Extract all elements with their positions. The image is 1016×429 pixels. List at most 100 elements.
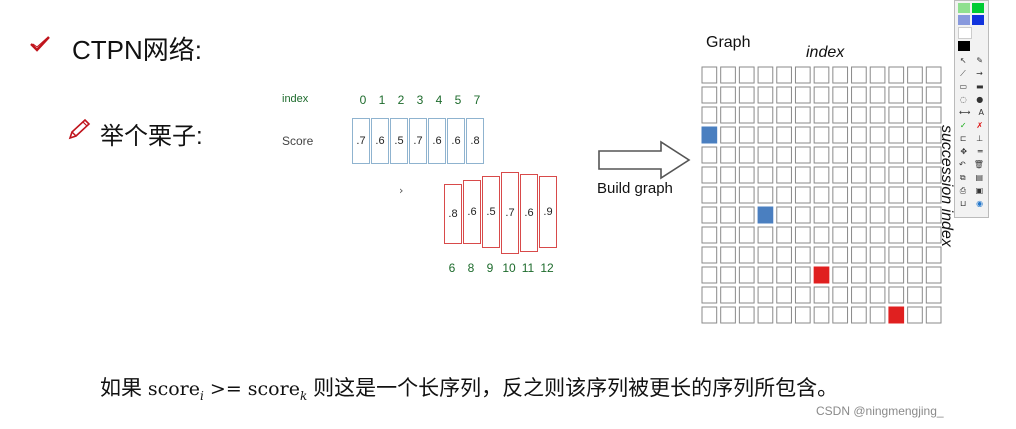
- grid-cell: [757, 306, 774, 324]
- grid-cell: [794, 266, 811, 284]
- tool-row-5[interactable]: ⟷A: [955, 108, 988, 118]
- grid-cell: [907, 266, 923, 284]
- print-icon[interactable]: ⎙: [959, 186, 967, 195]
- grid-cell: [757, 266, 774, 284]
- grid-cell: [720, 186, 736, 204]
- grid-cell: [701, 286, 718, 304]
- operator: >=: [203, 378, 248, 400]
- grid-cell: [832, 306, 849, 324]
- top-score-box: .5: [390, 118, 408, 164]
- grid-cell: [813, 126, 830, 144]
- grid-cell: [869, 126, 886, 144]
- line-tool-icon[interactable]: ⟋: [960, 69, 966, 78]
- grid-cell: [701, 86, 718, 104]
- text-tool-icon[interactable]: A: [978, 108, 984, 117]
- grid-cell: [925, 306, 942, 324]
- grid-cell: [888, 106, 905, 124]
- grid-cell: [738, 86, 755, 104]
- move-tool-icon[interactable]: ✥: [960, 147, 968, 156]
- grid-cell: [851, 166, 867, 184]
- paste-icon[interactable]: ▤: [975, 173, 984, 182]
- undo-icon[interactable]: ↶: [959, 160, 966, 169]
- lock-icon[interactable]: ⊔: [959, 199, 967, 208]
- arrow-tool-icon[interactable]: →: [976, 69, 983, 78]
- graph-title: Graph: [706, 34, 751, 51]
- bracket-tool-icon[interactable]: ⊏: [959, 134, 967, 143]
- tool-row-11[interactable]: ⎙▣: [955, 186, 988, 196]
- grid-cell-highlighted: [701, 126, 718, 144]
- grid-cell: [907, 286, 923, 304]
- section-heading: CTPN网络:: [72, 35, 203, 65]
- bottom-bracket-tool-icon[interactable]: ⊥: [976, 134, 984, 143]
- bottom-score-box: .6: [520, 174, 538, 252]
- top-score-box: .6: [447, 118, 465, 164]
- grid-cell: [757, 246, 774, 264]
- fill-ellipse-tool-icon[interactable]: ●: [976, 95, 984, 104]
- grid-cell: [925, 146, 942, 164]
- measure-tool-icon[interactable]: ⟷: [959, 108, 971, 117]
- color-swatch-gradient[interactable]: [958, 15, 970, 25]
- fill-rect-tool-icon[interactable]: ▬: [975, 82, 984, 91]
- top-index-number: 5: [454, 93, 462, 107]
- grid-cell: [794, 106, 811, 124]
- grid-cell: [907, 186, 923, 204]
- tool-row-8[interactable]: ✥═: [955, 147, 988, 157]
- pen-tool-icon[interactable]: ✎: [976, 56, 984, 65]
- grid-cell-highlighted: [757, 206, 774, 224]
- tool-row-3[interactable]: ▭▬: [955, 82, 988, 92]
- color-swatch-green[interactable]: [972, 3, 984, 13]
- grid-cell: [720, 246, 736, 264]
- rect-tool-icon[interactable]: ▭: [959, 82, 968, 91]
- top-score-box: .6: [371, 118, 389, 164]
- globe-icon[interactable]: ◉: [976, 199, 984, 208]
- trash-icon[interactable]: 🗑: [973, 160, 984, 169]
- grid-cell: [776, 186, 792, 204]
- grid-cell: [794, 306, 811, 324]
- grid-cell: [851, 266, 867, 284]
- grid-cell: [757, 126, 774, 144]
- graph-x-label: index: [806, 44, 845, 61]
- color-swatch-blue[interactable]: [972, 15, 984, 25]
- select-tool-icon[interactable]: ↖: [959, 56, 967, 65]
- grid-cell: [776, 106, 792, 124]
- grid-cell: [757, 106, 774, 124]
- grid-cell: [813, 186, 830, 204]
- grid-cell: [776, 206, 792, 224]
- grid-cell: [720, 126, 736, 144]
- grid-cell: [794, 66, 811, 84]
- annotation-toolbar[interactable]: ↖✎ ⟋→ ▭▬ ◌● ⟷A ✓✗ ⊏⊥ ✥═ ↶🗑 ⧉▤ ⎙▣ ⊔◉: [954, 0, 989, 218]
- tool-row-2[interactable]: ⟋→: [955, 69, 988, 79]
- ellipse-tool-icon[interactable]: ◌: [959, 95, 967, 104]
- tool-row-9[interactable]: ↶🗑: [955, 160, 988, 170]
- grid-cell: [738, 106, 755, 124]
- bottom-score-box: .7: [501, 172, 519, 254]
- tool-row-6[interactable]: ✓✗: [955, 121, 988, 131]
- color-swatch-black[interactable]: [958, 41, 970, 51]
- grid-cell: [776, 226, 792, 244]
- tool-row-10[interactable]: ⧉▤: [955, 173, 988, 183]
- copy-icon[interactable]: ⧉: [959, 173, 966, 182]
- tool-row-7[interactable]: ⊏⊥: [955, 134, 988, 144]
- grid-cell-highlighted: [813, 266, 830, 284]
- tool-row-4[interactable]: ◌●: [955, 95, 988, 105]
- grid-cell: [701, 166, 718, 184]
- grid-cell: [925, 266, 942, 284]
- grid-cell: [888, 66, 905, 84]
- grid-cell: [776, 126, 792, 144]
- grid-cell: [776, 146, 792, 164]
- color-swatch-white[interactable]: [958, 27, 972, 39]
- tool-row-12[interactable]: ⊔◉: [955, 199, 988, 209]
- highlight-tool-icon[interactable]: ═: [977, 147, 983, 156]
- grid-cell: [794, 86, 811, 104]
- grid-cell: [888, 86, 905, 104]
- grid-cell: [738, 246, 755, 264]
- tick-tool-icon[interactable]: ✓: [959, 121, 967, 130]
- grid-cell: [925, 246, 942, 264]
- grid-cell: [738, 146, 755, 164]
- save-icon[interactable]: ▣: [975, 186, 984, 195]
- tool-row-1[interactable]: ↖✎: [955, 56, 988, 66]
- grid-cell: [832, 166, 849, 184]
- grid-cell: [832, 106, 849, 124]
- color-swatch-light-green[interactable]: [958, 3, 970, 13]
- cross-tool-icon[interactable]: ✗: [976, 121, 984, 130]
